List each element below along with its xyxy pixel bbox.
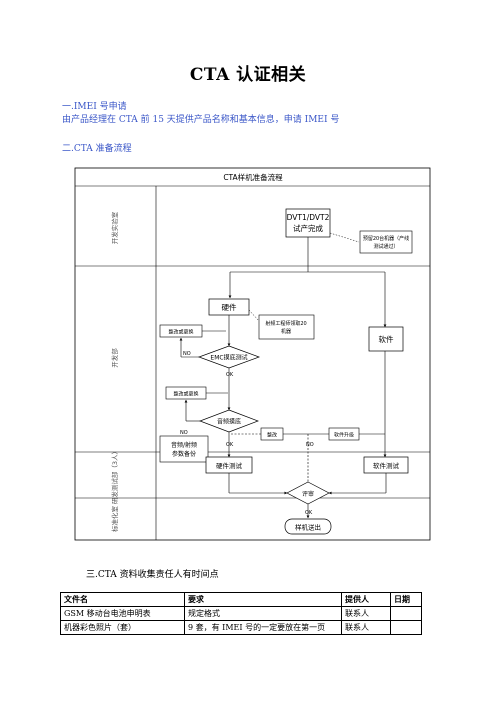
- rf-engineer-line2: 机器: [281, 328, 291, 335]
- section-heading-cta-flow: 二.CTA 准备流程: [62, 144, 132, 154]
- review-no-label: NO: [306, 442, 314, 448]
- cell-filename: GSM 移动台电池申明表: [60, 606, 185, 621]
- dvt-node-line1: DVT1/DVT2: [287, 213, 330, 222]
- pilot-node-line1: 预留20台机器（产线: [363, 235, 409, 242]
- audio-ok-label: OK: [226, 442, 234, 448]
- column-header-date: 日期: [390, 592, 422, 607]
- lane-label-dev: 开发部: [110, 348, 119, 368]
- rf-engineer-line1: 射频工程师领取20: [265, 320, 306, 327]
- audio-rf-backup-node: [159, 435, 209, 463]
- section-heading-responsibility: 三.CTA 资料收集责任人有时间点: [86, 570, 219, 580]
- modify-replace-label-1: 整改或更换: [168, 329, 193, 336]
- emc-no-label: NO: [183, 351, 191, 357]
- cell-date: [390, 620, 422, 635]
- column-header-filename: 文件名: [60, 592, 185, 607]
- dvt-node: [285, 208, 331, 238]
- hardware-test-label: 硬件测试: [216, 461, 243, 470]
- table-header-row: 文件名 要求 提供人 日期: [60, 592, 422, 607]
- cell-filename: 机器彩色照片（套）: [60, 620, 185, 635]
- dvt-node-line2: 试产完成: [293, 223, 323, 233]
- column-header-provider: 提供人: [341, 592, 391, 607]
- software-upgrade-label: 软件升级: [334, 432, 354, 439]
- flowchart-frame: [74, 167, 431, 541]
- cell-requirement: 规定格式: [184, 606, 342, 621]
- table-row: GSM 移动台电池申明表 规定格式 联系人: [60, 606, 422, 621]
- section-text-imei: 由产品经理在 CTA 前 15 天提供产品名称和基本信息，申请 IMEI 号: [62, 115, 340, 125]
- hardware-node-label: 硬件: [222, 302, 237, 312]
- audio-decision-label: 音频摸底: [217, 418, 241, 426]
- cell-date: [390, 606, 422, 621]
- emc-ok-label: OK: [226, 372, 234, 378]
- rf-engineer-node: [258, 314, 315, 340]
- release-label: 样机送出: [295, 523, 321, 532]
- audio-no-label: NO: [180, 430, 188, 436]
- software-node: [368, 326, 404, 352]
- cell-provider: 联系人: [341, 620, 391, 635]
- pilot-node-line2: 测试通过）: [373, 243, 398, 250]
- page-title: CTA 认证相关: [189, 65, 307, 85]
- software-node-label: 软件: [379, 334, 394, 344]
- modify-replace-label-2: 整改或更换: [173, 391, 198, 398]
- lane-label-standard: 标准化室: [110, 506, 119, 533]
- review-decision-label: 评审: [302, 490, 314, 498]
- pilot-node: [359, 230, 413, 254]
- rectify-label: 整改: [267, 432, 277, 439]
- flowchart-title: CTA样机准备流程: [223, 172, 283, 182]
- cell-provider: 联系人: [341, 606, 391, 621]
- column-header-requirement: 要求: [184, 592, 342, 607]
- lane-label-test: 研发测试部（3人）: [110, 448, 119, 504]
- cell-requirement: 9 套，有 IMEI 号的一定要放在第一页: [184, 620, 342, 635]
- review-ok-label: OK: [305, 510, 313, 516]
- audio-rf-backup-line2: 参数备份: [172, 450, 196, 458]
- lane-label-lab: 开发实验室: [110, 211, 119, 244]
- table-row: 机器彩色照片（套） 9 套，有 IMEI 号的一定要放在第一页 联系人: [60, 620, 422, 635]
- audio-rf-backup-line1: 音频/射频: [171, 441, 197, 449]
- section-heading-imei: 一.IMEI 号申请: [62, 102, 127, 112]
- release-node: [284, 518, 332, 535]
- requirements-table: 文件名 要求 提供人 日期 GSM 移动台电池申明表 规定格式 联系人 机器彩色…: [60, 592, 422, 635]
- emc-decision-label: EMC摸底测试: [210, 354, 247, 362]
- software-test-label: 软件测试: [373, 461, 400, 470]
